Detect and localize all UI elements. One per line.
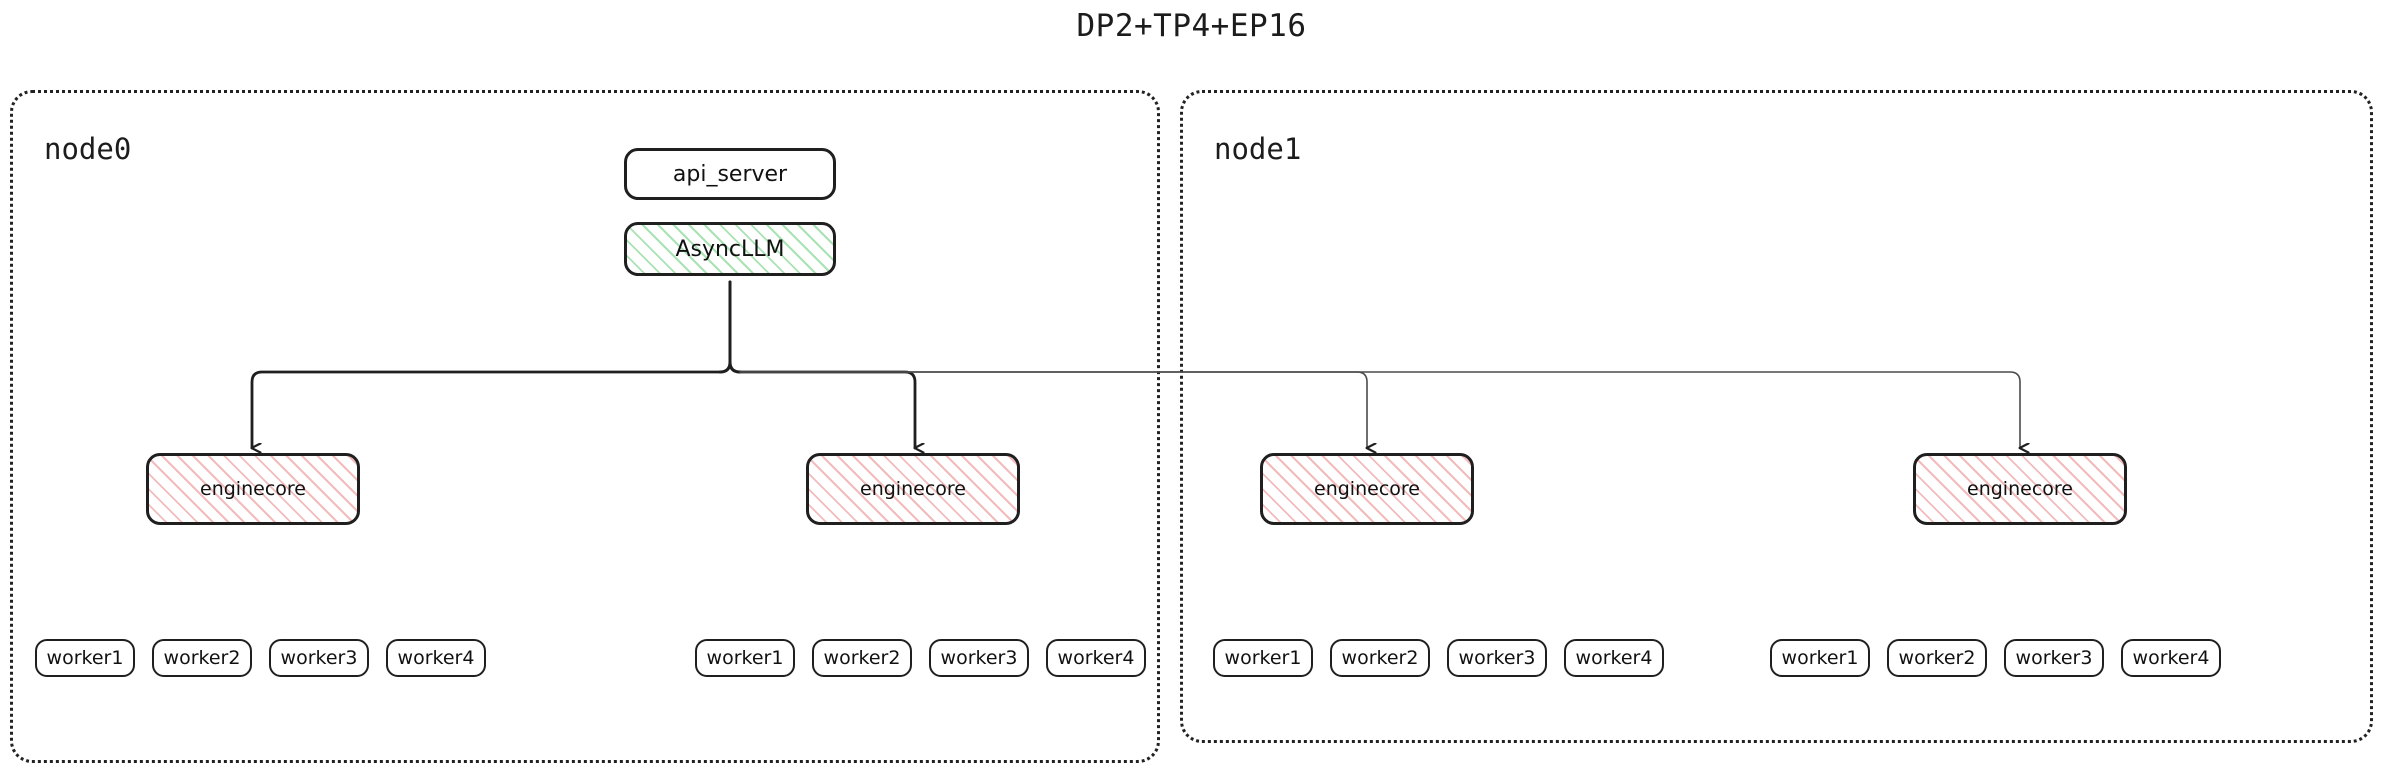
enginecore-box-3[interactable]: enginecore	[1260, 453, 1474, 525]
enginecore-label-1: enginecore	[200, 478, 306, 500]
enginecore-box-1[interactable]: enginecore	[146, 453, 360, 525]
worker-label: worker1	[706, 647, 784, 669]
worker-box[interactable]: worker4	[1046, 639, 1146, 677]
worker-box[interactable]: worker2	[152, 639, 252, 677]
worker-label: worker4	[2132, 647, 2210, 669]
worker-label: worker2	[823, 647, 901, 669]
worker-label: worker2	[1898, 647, 1976, 669]
async-llm-label: AsyncLLM	[675, 236, 785, 262]
worker-label: worker2	[163, 647, 241, 669]
worker-label: worker3	[280, 647, 358, 669]
api-server-box[interactable]: api_server	[624, 148, 836, 200]
worker-label: worker1	[1781, 647, 1859, 669]
worker-box[interactable]: worker1	[1770, 639, 1870, 677]
worker-box[interactable]: worker1	[35, 639, 135, 677]
worker-label: worker2	[1341, 647, 1419, 669]
enginecore-label-3: enginecore	[1314, 478, 1420, 500]
api-server-label: api_server	[672, 161, 788, 187]
worker-box[interactable]: worker4	[1564, 639, 1664, 677]
worker-box[interactable]: worker2	[812, 639, 912, 677]
enginecore-label-2: enginecore	[860, 478, 966, 500]
enginecore-box-2[interactable]: enginecore	[806, 453, 1020, 525]
node-label-node1: node1	[1214, 132, 1302, 166]
worker-label: worker3	[1458, 647, 1536, 669]
worker-box[interactable]: worker3	[2004, 639, 2104, 677]
enginecore-box-4[interactable]: enginecore	[1913, 453, 2127, 525]
async-llm-box[interactable]: AsyncLLM	[624, 222, 836, 276]
worker-label: worker4	[1057, 647, 1135, 669]
worker-box[interactable]: worker2	[1887, 639, 1987, 677]
enginecore-label-4: enginecore	[1967, 478, 2073, 500]
worker-box[interactable]: worker2	[1330, 639, 1430, 677]
worker-label: worker3	[940, 647, 1018, 669]
worker-label: worker4	[397, 647, 475, 669]
worker-label: worker3	[2015, 647, 2093, 669]
worker-box[interactable]: worker3	[269, 639, 369, 677]
worker-label: worker1	[1224, 647, 1302, 669]
worker-box[interactable]: worker1	[695, 639, 795, 677]
worker-label: worker1	[46, 647, 124, 669]
worker-box[interactable]: worker4	[386, 639, 486, 677]
worker-box[interactable]: worker4	[2121, 639, 2221, 677]
worker-box[interactable]: worker1	[1213, 639, 1313, 677]
worker-box[interactable]: worker3	[929, 639, 1029, 677]
worker-box[interactable]: worker3	[1447, 639, 1547, 677]
worker-label: worker4	[1575, 647, 1653, 669]
page-title: DP2+TP4+EP16	[1076, 8, 1307, 44]
node-label-node0: node0	[44, 132, 132, 166]
